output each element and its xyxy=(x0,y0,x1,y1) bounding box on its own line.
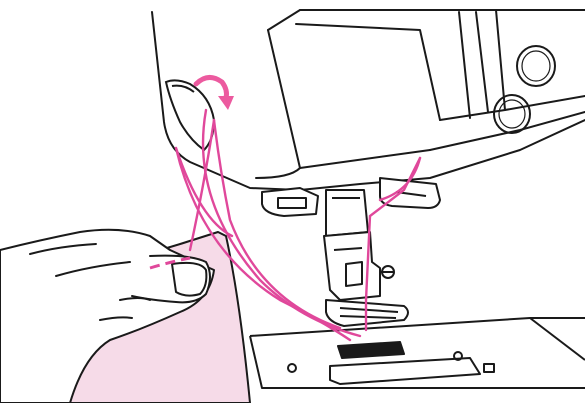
needle-plate xyxy=(250,318,585,388)
top-button xyxy=(517,46,555,86)
take-up-lever xyxy=(166,80,214,150)
machine-head xyxy=(152,10,585,190)
